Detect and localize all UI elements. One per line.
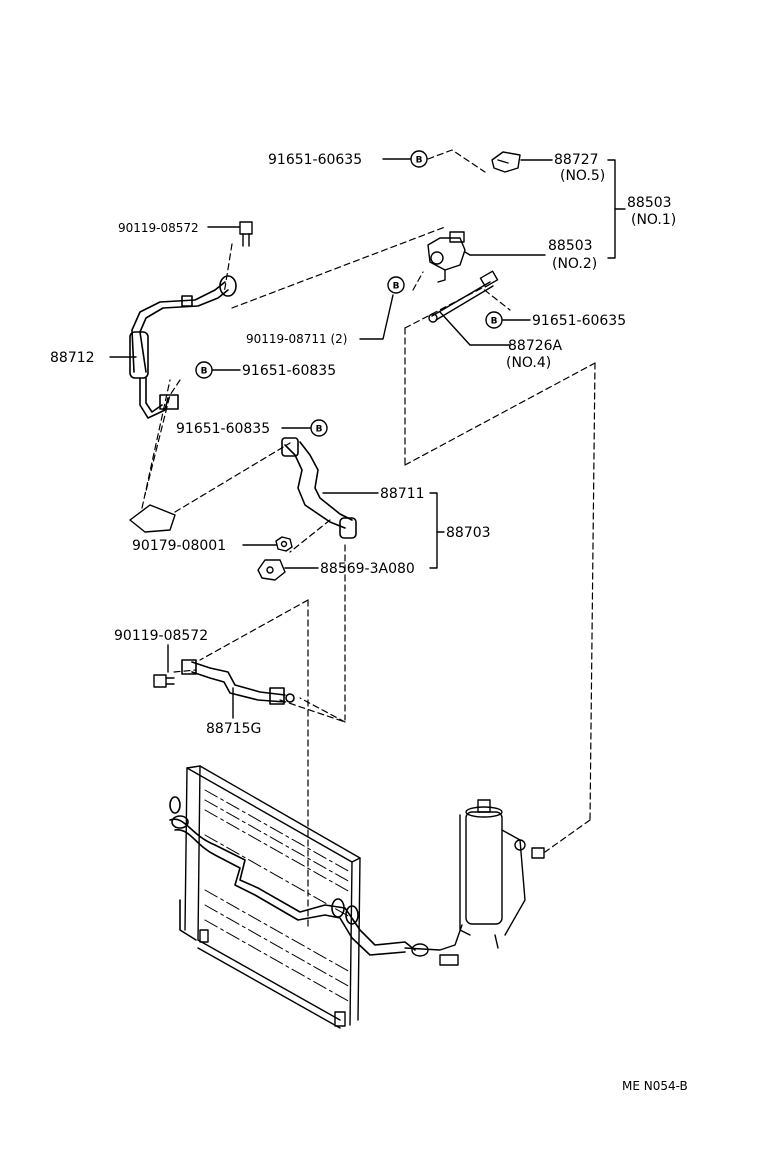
part-88569-3A080 bbox=[257, 559, 286, 581]
leader-88726A bbox=[439, 311, 511, 346]
bolt-marker-91651-60635-top: B bbox=[410, 150, 428, 168]
svg-text:B: B bbox=[316, 425, 323, 435]
condenser bbox=[184, 765, 361, 1029]
label-88569-3A080: 88569-3A080 bbox=[320, 561, 415, 577]
part-labels: 91651-60635 88727 (NO.5) 88503 (NO.1) 88… bbox=[50, 152, 688, 1093]
svg-text:B: B bbox=[491, 317, 498, 327]
bracket-88503 bbox=[607, 159, 616, 259]
label-88715G: 88715G bbox=[206, 721, 261, 737]
part-88726A bbox=[428, 270, 499, 323]
label-90119-08572-low: 90119-08572 bbox=[114, 628, 208, 644]
part-88715G-tube bbox=[181, 659, 295, 705]
label-88703: 88703 bbox=[446, 525, 491, 541]
bolt-marker-91651-60835-b: B bbox=[310, 419, 328, 437]
nut-90179-08001 bbox=[275, 536, 293, 552]
bolt-markers: B B B B B bbox=[195, 150, 503, 437]
label-88503-group-no: (NO.1) bbox=[631, 212, 676, 228]
label-88503-sub: 88503 bbox=[548, 238, 593, 254]
label-88726A-no: (NO.4) bbox=[506, 355, 551, 371]
assembly-dashes bbox=[141, 149, 596, 931]
label-90119-08711: 90119-08711 (2) bbox=[246, 332, 348, 346]
bolt-marker-91651-60635-mid: B bbox=[485, 311, 503, 329]
label-91651-60635-top: 91651-60635 bbox=[268, 152, 362, 168]
label-88503-sub-no: (NO.2) bbox=[552, 256, 597, 272]
receiver-dryer bbox=[404, 799, 545, 966]
label-88726A: 88726A bbox=[508, 338, 563, 354]
bracket-plate bbox=[129, 504, 176, 533]
leader-90119-08711 bbox=[359, 294, 394, 340]
svg-text:B: B bbox=[201, 367, 208, 377]
label-91651-60835-b: 91651-60835 bbox=[176, 421, 270, 437]
part-88727 bbox=[491, 151, 521, 173]
svg-text:B: B bbox=[416, 156, 423, 166]
part-88712-hose bbox=[129, 275, 237, 419]
label-91651-60635-mid: 91651-60635 bbox=[532, 313, 626, 329]
label-90179-08001: 90179-08001 bbox=[132, 538, 226, 554]
bracket-88703 bbox=[429, 492, 438, 569]
part-88711-hose bbox=[281, 437, 357, 539]
label-88727: 88727 bbox=[554, 152, 599, 168]
bolt-marker-90119-08711: B bbox=[387, 276, 405, 294]
label-90119-08572-top: 90119-08572 bbox=[118, 221, 199, 235]
bolt-90119-08572-low bbox=[153, 674, 175, 688]
footer-code: ME N054-B bbox=[622, 1079, 688, 1093]
bolt-90119-08572-top bbox=[239, 221, 253, 247]
bolt-marker-91651-60835-a: B bbox=[195, 361, 213, 379]
svg-text:B: B bbox=[393, 282, 400, 292]
label-88727-no: (NO.5) bbox=[560, 168, 605, 184]
condenser-outlet-tube bbox=[169, 796, 416, 956]
label-88712: 88712 bbox=[50, 350, 95, 366]
label-91651-60835-a: 91651-60835 bbox=[242, 363, 336, 379]
label-88711: 88711 bbox=[380, 486, 425, 502]
part-88503-valve bbox=[427, 231, 471, 283]
label-88503-group: 88503 bbox=[627, 195, 672, 211]
